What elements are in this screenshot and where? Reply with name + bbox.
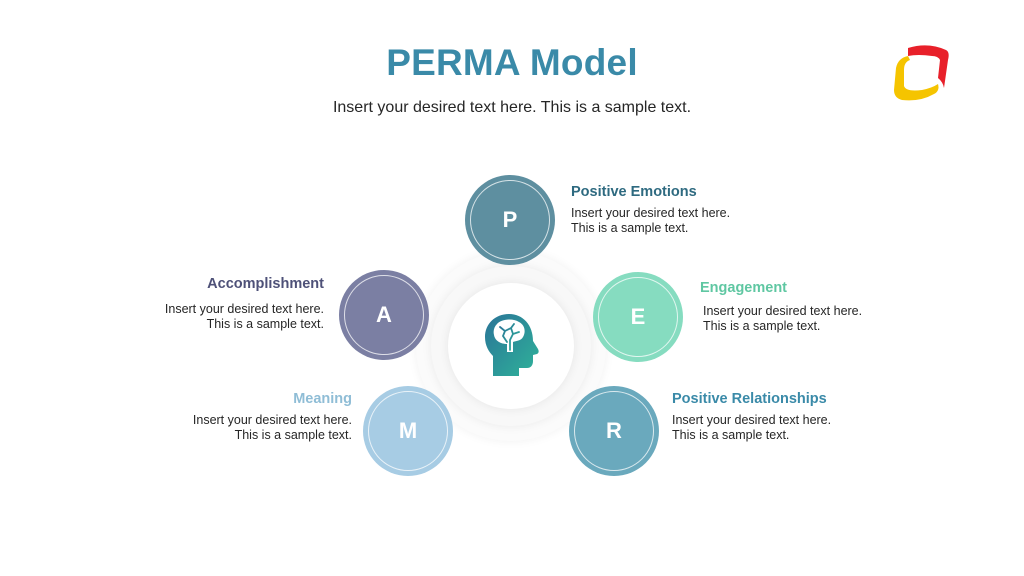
label-body-line2: This is a sample text. — [672, 428, 790, 442]
label-engagement: Engagement Insert your desired text here… — [700, 280, 862, 334]
label-body-line1: Insert your desired text here. — [703, 304, 863, 318]
node-inner-ring — [574, 391, 654, 471]
label-meaning: Meaning Insert your desired text here. T… — [193, 391, 352, 443]
label-body-line1: Insert your desired text here. — [164, 302, 324, 316]
node-engagement: E — [593, 272, 683, 362]
node-inner-ring — [368, 391, 448, 471]
label-body-line2: This is a sample text. — [234, 428, 352, 442]
label-body-line2: This is a sample text. — [571, 221, 689, 235]
label-heading: Positive Relationships — [672, 391, 827, 407]
node-accomplishment: A — [339, 270, 429, 360]
node-inner-ring — [344, 275, 424, 355]
node-positive-emotions: P — [465, 175, 555, 265]
node-positive-relationships: R — [569, 386, 659, 476]
node-letter: P — [502, 207, 518, 232]
label-accomplishment: Accomplishment Insert your desired text … — [165, 276, 324, 332]
label-heading: Meaning — [293, 391, 352, 407]
label-body-line1: Insert your desired text here. — [571, 206, 731, 220]
label-heading: Engagement — [700, 280, 788, 296]
label-body-line1: Insert your desired text here. — [192, 413, 352, 427]
label-body-line1: Insert your desired text here. — [672, 413, 832, 427]
label-positive-relationships: Positive Relationships Insert your desir… — [672, 391, 831, 443]
node-meaning: M — [363, 386, 453, 476]
node-inner-ring — [470, 180, 550, 260]
brand-logo-icon — [894, 45, 949, 101]
page-subtitle: Insert your desired text here. This is a… — [332, 99, 692, 116]
label-heading: Positive Emotions — [571, 184, 697, 200]
node-letter: A — [376, 302, 392, 327]
brain-head-icon — [485, 314, 539, 376]
page-title: PERMA Model — [386, 42, 638, 83]
node-letter: M — [398, 418, 418, 443]
node-letter: E — [630, 304, 646, 329]
label-positive-emotions: Positive Emotions Insert your desired te… — [571, 184, 730, 236]
label-body-line2: This is a sample text. — [703, 319, 821, 333]
node-letter: R — [606, 418, 622, 443]
label-heading: Accomplishment — [207, 276, 324, 292]
label-body-line2: This is a sample text. — [206, 317, 324, 331]
node-inner-ring — [598, 277, 678, 357]
